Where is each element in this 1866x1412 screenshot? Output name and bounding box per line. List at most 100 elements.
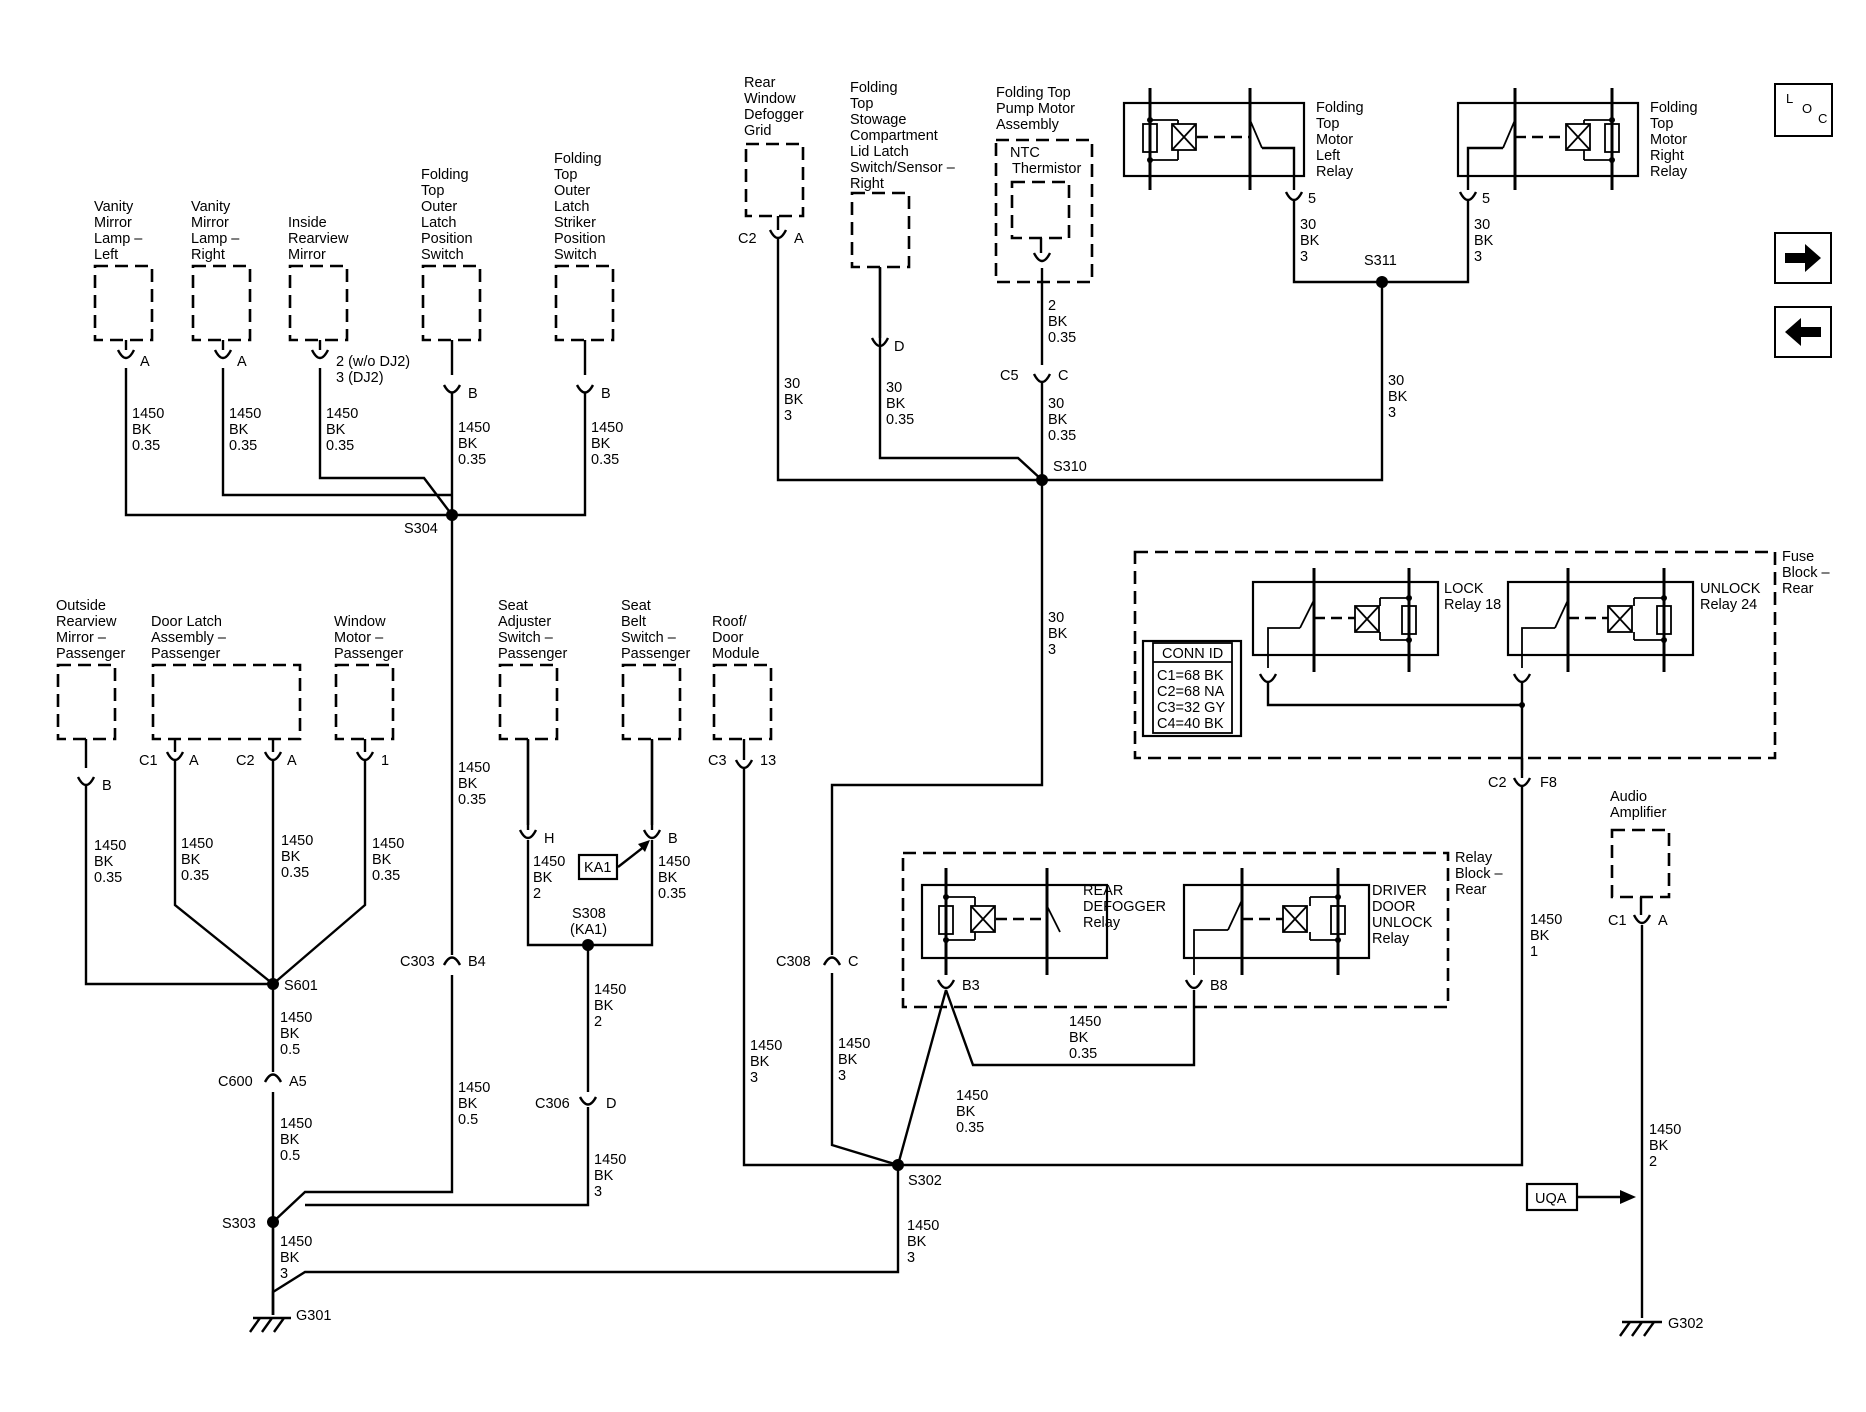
pin-label: A bbox=[237, 354, 247, 370]
defogger-relay bbox=[920, 868, 1109, 975]
pin-label: C2 bbox=[236, 753, 255, 769]
pin-label: B bbox=[601, 386, 611, 402]
splice-label: S310 bbox=[1053, 459, 1087, 475]
pin-label: 13 bbox=[760, 753, 776, 769]
pin-label: C1 bbox=[1608, 913, 1627, 929]
reference-boxes bbox=[577, 840, 1636, 1212]
pin-label: D bbox=[894, 339, 904, 355]
pin-label: B bbox=[668, 831, 678, 847]
splice-label: S302 bbox=[908, 1173, 942, 1189]
splice-label: S304 bbox=[404, 521, 438, 537]
pin-label: H bbox=[544, 831, 554, 847]
conn-id-table bbox=[1141, 639, 1243, 738]
arrow-right-icon bbox=[1785, 244, 1821, 272]
splice-label: S303 bbox=[222, 1216, 256, 1232]
ground-label: G301 bbox=[296, 1308, 331, 1324]
unlock-relay bbox=[1506, 568, 1695, 672]
motor-right-relay bbox=[1456, 88, 1640, 190]
pin-label: C1 bbox=[139, 753, 158, 769]
ka1-ref-label: KA1 bbox=[584, 860, 611, 876]
pin-label: A bbox=[794, 231, 804, 247]
connectors bbox=[76, 191, 1652, 1106]
pin-label: C306 bbox=[535, 1096, 570, 1112]
pin-label: B bbox=[468, 386, 478, 402]
pin-label: C5 bbox=[1000, 368, 1019, 384]
pin-label: F8 bbox=[1540, 775, 1557, 791]
pin-label: 2 (w/o DJ2)3 (DJ2) bbox=[336, 354, 410, 386]
pin-label: C308 bbox=[776, 954, 811, 970]
motor-left-relay bbox=[1122, 88, 1306, 190]
splice-dots bbox=[267, 276, 1525, 1228]
pin-label: D bbox=[606, 1096, 616, 1112]
ground-symbols bbox=[249, 1316, 1662, 1337]
pin-label: A bbox=[1658, 913, 1668, 929]
pin-label: C2 bbox=[738, 231, 757, 247]
uqa-ref-label: UQA bbox=[1535, 1191, 1567, 1207]
conn-id-title: CONN ID bbox=[1162, 646, 1223, 662]
loc-letter-o: O bbox=[1802, 101, 1813, 116]
pin-label: 1 bbox=[381, 753, 389, 769]
splice-label: S311 bbox=[1364, 253, 1397, 269]
next-page-button[interactable] bbox=[1774, 232, 1832, 284]
pin-label: B3 bbox=[962, 978, 980, 994]
pin-label: B4 bbox=[468, 954, 486, 970]
loc-letter-c: C bbox=[1818, 111, 1828, 126]
splice-label: S601 bbox=[284, 978, 318, 994]
pin-label: A bbox=[140, 354, 150, 370]
splice-label: S308(KA1) bbox=[570, 906, 607, 938]
loc-button[interactable]: L O C bbox=[1774, 83, 1833, 137]
pin-label: A bbox=[287, 753, 297, 769]
pin-label: C600 bbox=[218, 1074, 253, 1090]
prev-page-button[interactable] bbox=[1774, 306, 1832, 358]
ground-wires bbox=[84, 200, 1644, 1318]
